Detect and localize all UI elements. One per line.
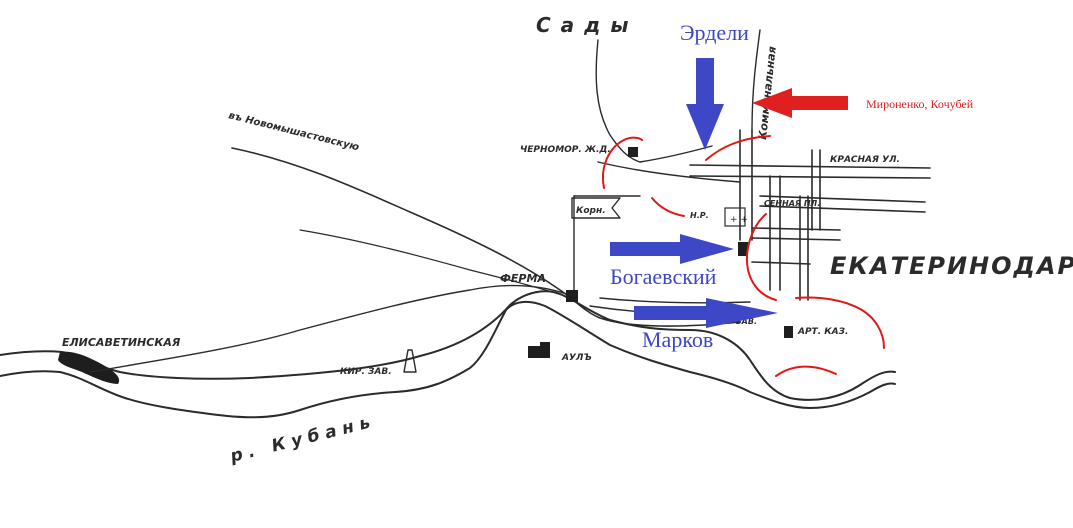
bogaevsky-arrow	[610, 234, 734, 264]
label-novomyshastovskaya: въ Новомышастовскую	[227, 110, 360, 153]
aul-building-1	[528, 346, 542, 358]
arrows	[610, 58, 848, 328]
label-sady: Сады	[536, 13, 638, 37]
label-krasnaya-ul: КРАСНАЯ УЛ.	[830, 155, 900, 165]
label-zav: ЗАВ.	[736, 317, 757, 326]
aul-building-2	[540, 342, 550, 358]
label-nr: Н.Р.	[690, 211, 709, 220]
kirp-zav-chimney	[403, 349, 417, 373]
label-sennaya-pl: СЕННАЯ ПЛ.	[764, 199, 820, 208]
label-ekaterinodar: ЕКАТЕРИНОДАРЪ	[830, 252, 1073, 280]
markov-arrow	[634, 298, 778, 328]
kuban-river	[0, 290, 896, 419]
buildings	[403, 147, 793, 373]
commander-labels: Эрдели Мироненко, Кочубей Богаевский Мар…	[610, 20, 974, 352]
label-aul: АУЛЪ	[561, 353, 592, 363]
roads	[89, 39, 751, 373]
bogaevsky-target-building	[738, 242, 748, 256]
place-labels: Сады въ Новомышастовскую ЧЕРНОМОР. Ж.Д. …	[62, 13, 1073, 467]
label-kommunalnaya: Коммунальная	[756, 46, 779, 141]
label-korn: Корн.	[576, 206, 606, 216]
erdeli-arrow	[686, 58, 724, 150]
label-mironenko-kochubey: Мироненко, Кочубей	[866, 97, 974, 111]
label-kirp-zav: КИР. ЗАВ.	[340, 367, 392, 377]
label-bogaevsky: Богаевский	[610, 264, 717, 289]
label-art-kaz: АРТ. КАЗ.	[797, 327, 848, 337]
art-kaz-building	[784, 326, 793, 338]
chernomor-station-building	[628, 147, 638, 157]
label-chernomor-rr: ЧЕРНОМОР. Ж.Д.	[520, 145, 611, 155]
ferma-building	[566, 290, 578, 302]
svg-text:+ +: + +	[730, 215, 748, 225]
red-front-lines	[602, 135, 885, 377]
korn-flag	[571, 197, 621, 219]
city-grid: + +	[689, 29, 931, 301]
label-erdeli: Эрдели	[680, 20, 749, 45]
label-elisavetinskaya: ЕЛИСАВЕТИНСКАЯ	[62, 336, 181, 349]
label-markov: Марков	[642, 327, 713, 352]
elisavetinskaya-marker	[58, 351, 120, 384]
mironenko-arrow	[752, 88, 848, 118]
label-kuban-river: р. Кубань	[227, 411, 378, 467]
label-ferma: ФЕРМА	[500, 272, 546, 285]
